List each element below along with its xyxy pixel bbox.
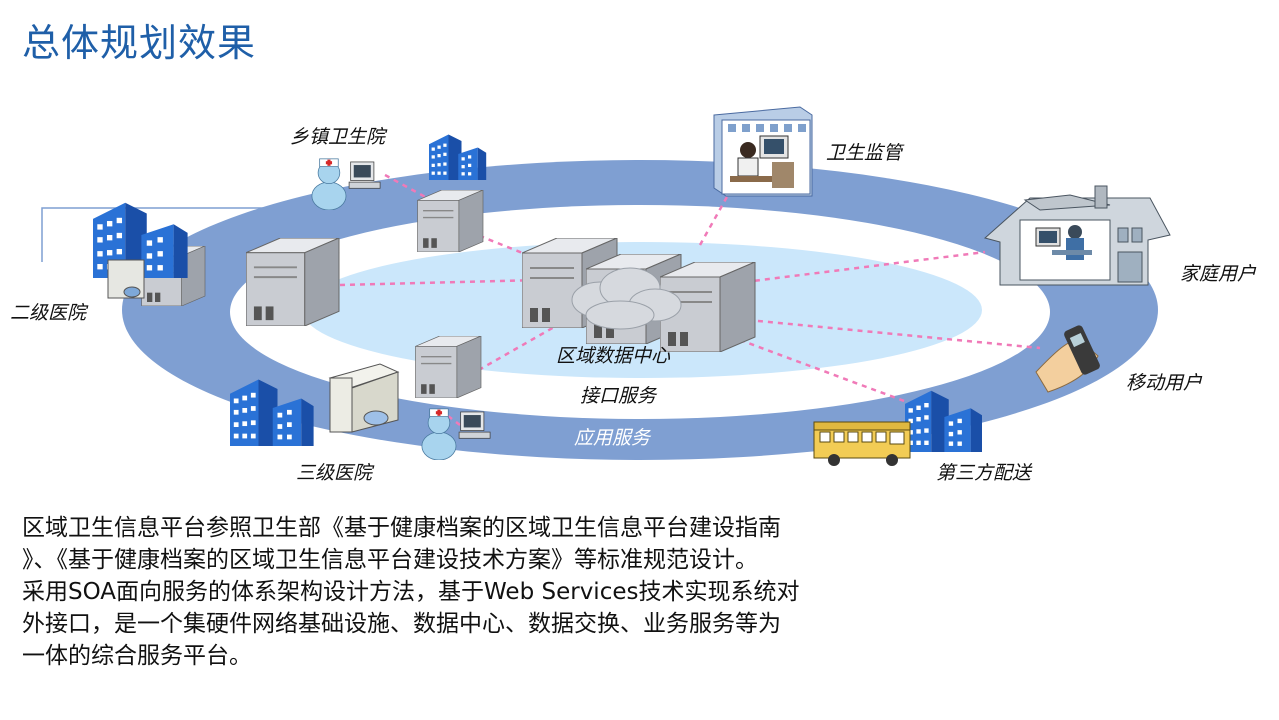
description-line: 外接口，是一个集硬件网络基础设施、数据中心、数据交换、业务服务等为 xyxy=(22,611,781,637)
home-house-icon xyxy=(983,185,1171,286)
label-tertiary-hospital: 三级医院 xyxy=(296,462,375,484)
mobile-user-icon xyxy=(1035,325,1100,393)
description-text: 区域卫生信息平台参照卫生部《基于健康档案的区域卫生信息平台建设指南 》、《基于健… xyxy=(22,512,922,672)
township-building-icon xyxy=(429,134,487,180)
label-supervision: 卫生监管 xyxy=(826,142,905,164)
page-title: 总体规划效果 xyxy=(22,21,257,65)
label-interface-service: 接口服务 xyxy=(580,385,658,407)
tertiary-hospital-pc-icon xyxy=(328,363,400,433)
description-line: 一体的综合服务平台。 xyxy=(22,643,252,669)
secondary-hospital-connector xyxy=(41,207,270,262)
label-third-party: 第三方配送 xyxy=(936,462,1033,484)
supervision-office-icon xyxy=(713,106,813,197)
label-mobile-user: 移动用户 xyxy=(1126,372,1203,394)
tertiary-server xyxy=(414,336,482,398)
delivery-bus-icon xyxy=(813,421,911,466)
cloud-icon xyxy=(571,267,682,330)
description-line: 》、《基于健康档案的区域卫生信息平台建设技术方案》等标准规范设计。 xyxy=(22,547,758,573)
township-server xyxy=(416,190,484,252)
description-line: 采用SOA面向服务的体系架构设计方法，基于Web Services技术实现系统对 xyxy=(22,579,800,605)
label-home-user: 家庭用户 xyxy=(1180,263,1257,285)
main-server xyxy=(246,238,340,326)
label-township: 乡镇卫生院 xyxy=(290,126,388,148)
label-data-center: 区域数据中心 xyxy=(556,345,671,367)
label-application-service: 应用服务 xyxy=(574,427,652,449)
label-secondary-hospital: 二级医院 xyxy=(10,302,89,324)
description-line: 区域卫生信息平台参照卫生部《基于健康档案的区域卫生信息平台建设指南 xyxy=(22,515,781,541)
secondary-hospital-pc-icon xyxy=(107,259,145,299)
architecture-diagram: 乡镇卫生院 卫生监管 二级医院 家庭用户 区域数据中心 移动用户 接口服务 应用… xyxy=(10,106,1257,484)
